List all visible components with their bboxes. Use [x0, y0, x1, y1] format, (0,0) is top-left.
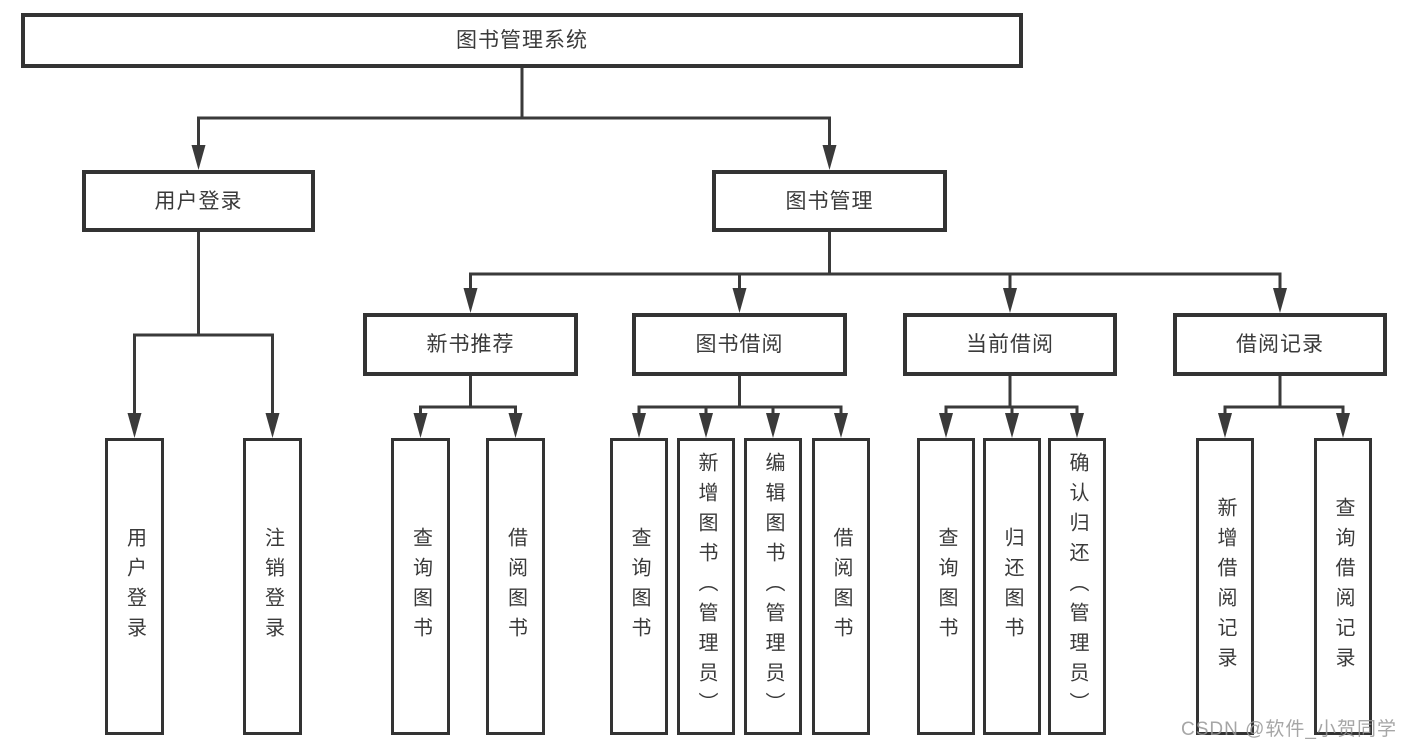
node-book-borrow: 图书借阅 [632, 313, 847, 376]
node-cb-confirm: 确认归还（管理员） [1048, 438, 1106, 735]
arrowhead-icon [766, 413, 780, 438]
node-root: 图书管理系统 [21, 13, 1023, 68]
node-label-nb-query: 查询图书 [409, 526, 432, 647]
arrowhead-icon [632, 413, 646, 438]
node-bb-add: 新增图书（管理员） [677, 438, 735, 735]
node-nb-query: 查询图书 [391, 438, 450, 735]
node-label-cb-return: 归还图书 [1001, 526, 1023, 647]
arrowhead-icon [1273, 288, 1287, 313]
node-label-borrow-record: 借阅记录 [1236, 333, 1324, 356]
node-cb-return: 归还图书 [983, 438, 1041, 735]
node-bb-borrow: 借阅图书 [812, 438, 870, 735]
node-label-user-login: 用户登录 [154, 189, 243, 213]
node-label-nb-borrow: 借阅图书 [504, 526, 527, 647]
node-label-cb-confirm: 确认归还（管理员） [1066, 451, 1088, 722]
arrowhead-icon [699, 413, 713, 438]
arrowhead-icon [191, 145, 206, 170]
node-label-br-add: 新增借阅记录 [1214, 496, 1236, 677]
node-label-current-borrow: 当前借阅 [966, 333, 1054, 356]
arrowhead-icon [508, 413, 523, 438]
arrowhead-icon [732, 288, 747, 313]
arrowhead-icon [1336, 413, 1350, 438]
node-bb-edit: 编辑图书（管理员） [744, 438, 802, 735]
node-current-borrow: 当前借阅 [903, 313, 1117, 376]
node-label-bb-borrow: 借阅图书 [830, 526, 852, 647]
node-user-login: 用户登录 [82, 170, 315, 232]
node-cb-query: 查询图书 [917, 438, 975, 735]
node-nb-borrow: 借阅图书 [486, 438, 545, 735]
node-label-bb-query: 查询图书 [628, 526, 650, 647]
node-label-book-borrow: 图书借阅 [695, 333, 784, 356]
node-login-leaf: 用户登录 [105, 438, 164, 735]
node-br-add: 新增借阅记录 [1196, 438, 1254, 735]
node-label-login-leaf: 用户登录 [123, 526, 146, 647]
arrowhead-icon [463, 288, 478, 313]
node-label-book-mgmt: 图书管理 [785, 189, 874, 213]
node-label-logout-leaf: 注销登录 [261, 526, 284, 647]
node-book-mgmt: 图书管理 [712, 170, 947, 232]
arrowhead-icon [1003, 288, 1017, 313]
arrowhead-icon [939, 413, 953, 438]
arrowhead-icon [413, 413, 428, 438]
node-label-root: 图书管理系统 [456, 29, 588, 52]
arrowhead-icon [1005, 413, 1019, 438]
node-new-book-rec: 新书推荐 [363, 313, 578, 376]
node-bb-query: 查询图书 [610, 438, 668, 735]
node-label-new-book-rec: 新书推荐 [426, 333, 515, 356]
node-logout-leaf: 注销登录 [243, 438, 302, 735]
node-br-query: 查询借阅记录 [1314, 438, 1372, 735]
arrowhead-icon [265, 413, 280, 438]
arrowhead-icon [834, 413, 848, 438]
node-label-bb-add: 新增图书（管理员） [695, 451, 717, 722]
arrowhead-icon [1218, 413, 1232, 438]
node-label-bb-edit: 编辑图书（管理员） [762, 451, 784, 722]
node-label-br-query: 查询借阅记录 [1332, 496, 1354, 677]
arrowhead-icon [822, 145, 837, 170]
arrowhead-icon [127, 413, 142, 438]
node-label-cb-query: 查询图书 [935, 526, 957, 647]
node-borrow-record: 借阅记录 [1173, 313, 1387, 376]
arrowhead-icon [1070, 413, 1084, 438]
watermark-text: CSDN @软件_小贺同学 [1181, 719, 1397, 740]
